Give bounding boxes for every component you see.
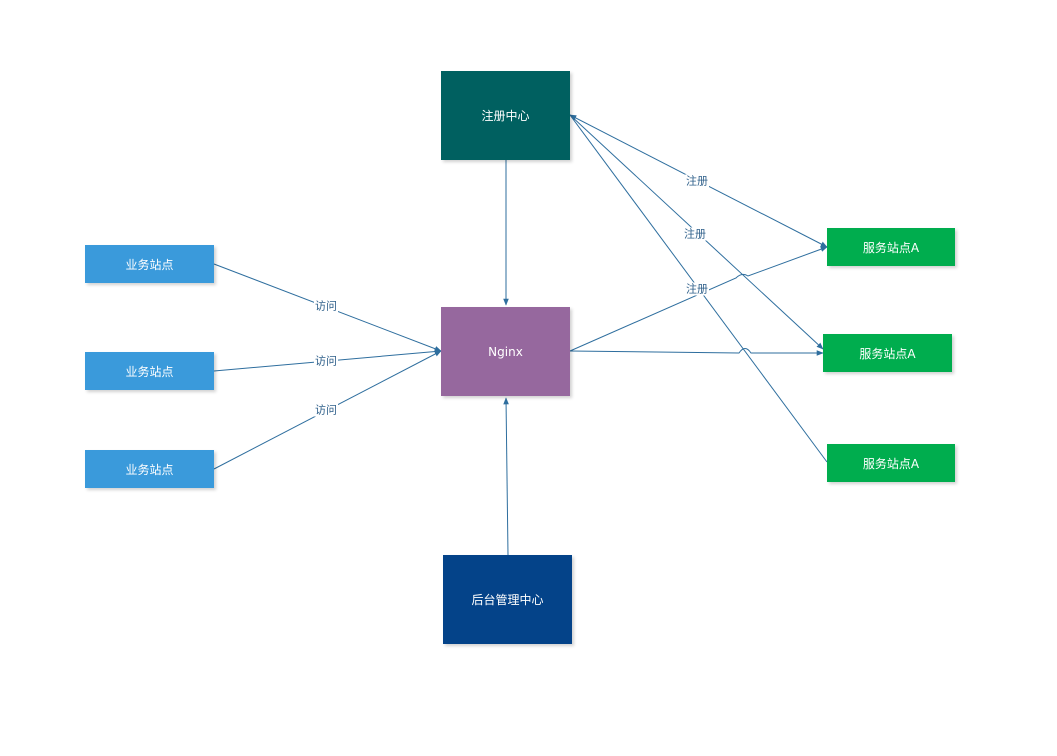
business-site-node-3[interactable]: 业务站点 <box>85 450 214 488</box>
edge-label-visit: 访问 <box>314 299 338 313</box>
admin-center-node[interactable]: 后台管理中心 <box>443 555 572 644</box>
registry-center-node[interactable]: 注册中心 <box>441 71 570 160</box>
edge-nginx-svc2 <box>569 348 824 356</box>
edge-nginx-svc1 <box>569 246 828 352</box>
edge-admin-nginx <box>503 397 509 556</box>
service-site-node-1[interactable]: 服务站点A <box>827 228 955 266</box>
edge-label-visit: 访问 <box>314 354 338 368</box>
business-site-node-2[interactable]: 业务站点 <box>85 352 214 390</box>
edge-label-register: 注册 <box>685 174 709 188</box>
edge-label-visit: 访问 <box>314 403 338 417</box>
edge-label-register: 注册 <box>685 282 709 296</box>
edge-label-register: 注册 <box>683 227 707 241</box>
service-site-node-2[interactable]: 服务站点A <box>823 334 952 372</box>
service-site-node-3[interactable]: 服务站点A <box>827 444 955 482</box>
nginx-node[interactable]: Nginx <box>441 307 570 396</box>
business-site-node-1[interactable]: 业务站点 <box>85 245 214 283</box>
